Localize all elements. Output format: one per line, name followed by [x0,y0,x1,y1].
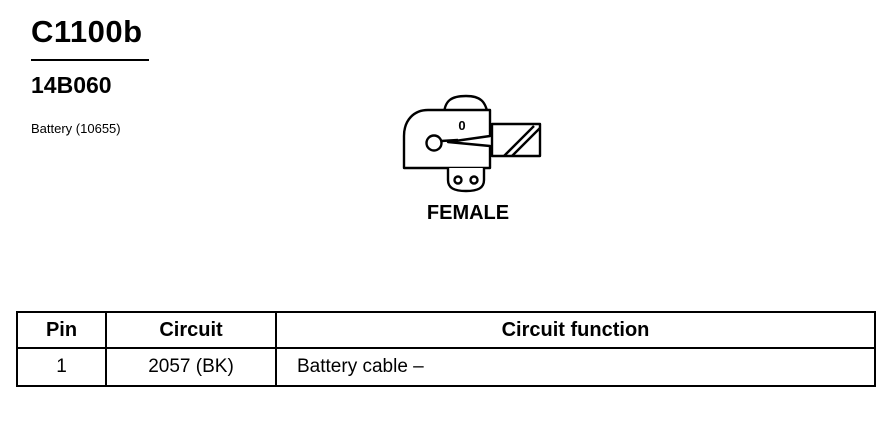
terminal-number: 0 [458,118,465,133]
connector-gender-label: FEMALE [426,202,510,224]
title-underline [31,59,149,61]
terminal-nut [446,168,486,193]
table-header-row: Pin Circuit Circuit function [16,311,876,349]
circuit-function-cell: Battery cable – [275,347,876,387]
connector-id: C1100b [31,14,143,49]
connector-body [402,108,492,170]
pin-cell: 1 [16,347,107,387]
part-number: 14B060 [31,72,112,98]
col-header-circuit: Circuit [105,311,277,349]
terminal-hole [425,134,443,152]
pin-table: Pin Circuit Circuit function 1 2057 (BK)… [16,311,876,387]
table-row: 1 2057 (BK) Battery cable – [16,347,876,387]
connector-face-diagram: 0 [402,94,542,193]
circuit-cell: 2057 (BK) [105,347,277,387]
col-header-pin: Pin [16,311,107,349]
component-name: Battery (10655) [31,121,121,136]
col-header-circuit-function: Circuit function [275,311,876,349]
